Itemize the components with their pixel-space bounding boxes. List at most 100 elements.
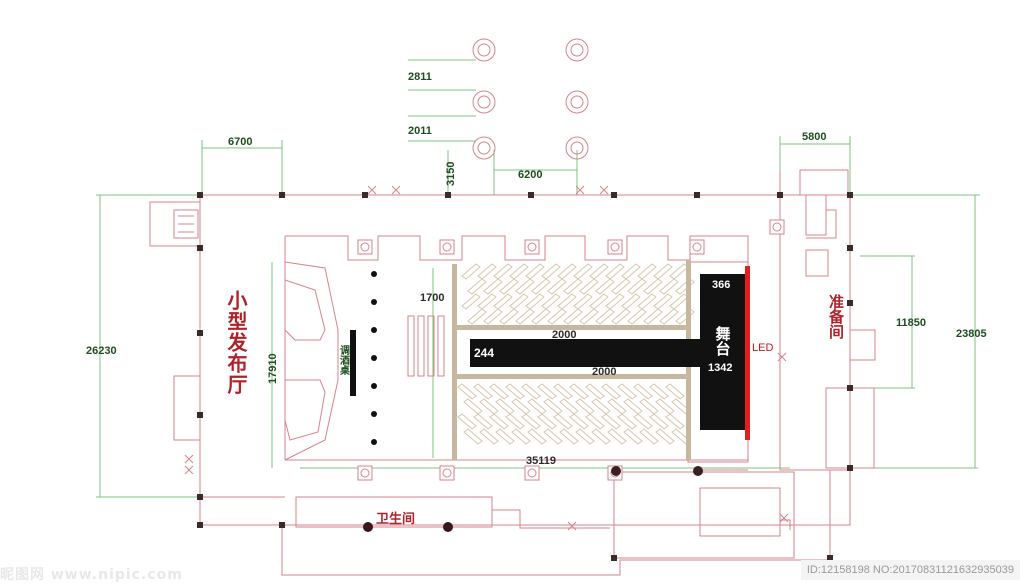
seat-row	[591, 398, 611, 415]
seat-row	[621, 263, 641, 280]
seat-row	[579, 278, 599, 295]
dim-6700: 6700	[228, 136, 252, 148]
dim-244: 244	[474, 346, 494, 360]
dim-2000-upper: 2000	[552, 329, 576, 341]
bar-label: 调酒桌	[338, 344, 351, 376]
seat-row	[515, 278, 535, 295]
seat-row	[589, 293, 609, 310]
seat-row	[473, 383, 493, 400]
seat-row	[653, 263, 673, 280]
seat-row	[589, 263, 609, 280]
seat-row	[489, 383, 509, 400]
stage-label: 舞台	[714, 325, 731, 357]
dim-26230: 26230	[86, 345, 117, 357]
seat-row	[547, 278, 567, 295]
restroom-fixture	[443, 522, 453, 532]
seat-row	[547, 308, 567, 325]
seat-row	[505, 413, 525, 430]
seat-row	[543, 428, 563, 445]
seat-row	[543, 398, 563, 415]
seat-row	[515, 308, 535, 325]
seat-row	[521, 413, 541, 430]
watermark-id: ID:12158198 NO:20170831121632935039	[800, 560, 1020, 580]
round-columns	[611, 466, 703, 476]
seat-row	[665, 383, 685, 400]
seat-row	[457, 413, 477, 430]
watermark-left: 昵图网 www.nipic.com	[0, 567, 183, 583]
seat-row	[605, 293, 625, 310]
seat-row	[563, 278, 583, 295]
stage	[700, 274, 745, 430]
seat-row	[585, 413, 605, 430]
seat-row	[483, 308, 503, 325]
seat-row	[575, 428, 595, 445]
seat-row	[611, 308, 631, 325]
seat-row	[585, 383, 605, 400]
top-pillars	[472, 38, 589, 160]
dimension-texts: 2811 2011 6700 3150 6200 5800 26230 1791…	[86, 71, 987, 467]
seat-row	[457, 383, 477, 400]
seat-row	[511, 398, 531, 415]
seat-row	[655, 428, 675, 445]
seat-row	[627, 308, 647, 325]
runway	[470, 339, 700, 367]
seat-row	[611, 278, 631, 295]
dim-2011: 2011	[408, 125, 432, 137]
seat-row	[653, 293, 673, 310]
seat-row	[675, 308, 695, 325]
seat-row	[595, 308, 615, 325]
seat-row	[525, 263, 545, 280]
seat-row	[499, 278, 519, 295]
led-screen	[745, 266, 750, 440]
seat-row	[637, 263, 657, 280]
seat-row	[463, 398, 483, 415]
seat-row	[473, 413, 493, 430]
seat-row	[617, 383, 637, 400]
seat-row	[541, 293, 561, 310]
seat-row	[575, 398, 595, 415]
seat-row	[665, 413, 685, 430]
seat-row	[639, 398, 659, 415]
dim-6200: 6200	[518, 169, 542, 181]
seat-row	[541, 263, 561, 280]
seat-row	[573, 263, 593, 280]
restroom-fixture	[363, 522, 373, 532]
dim-5800: 5800	[802, 131, 826, 143]
seat-row	[605, 263, 625, 280]
seat-row	[467, 278, 487, 295]
seat-row	[659, 278, 679, 295]
seat-row	[483, 278, 503, 295]
seat-row	[553, 413, 573, 430]
bench-lines	[407, 315, 445, 377]
seat-row	[493, 293, 513, 310]
seat-row	[649, 413, 669, 430]
seat-row	[537, 413, 557, 430]
seat-row	[623, 428, 643, 445]
seat-row	[617, 413, 637, 430]
seat-row	[525, 293, 545, 310]
seat-row	[601, 413, 621, 430]
seat-row	[669, 263, 689, 280]
seat-row	[573, 293, 593, 310]
hall-title: 小型发布厅	[224, 290, 248, 395]
seat-row	[509, 263, 529, 280]
seat-row	[479, 428, 499, 445]
dim-3150: 3150	[445, 162, 457, 186]
seat-row	[489, 413, 509, 430]
seating-upper	[461, 263, 695, 325]
dimension-lines	[96, 59, 980, 498]
seat-row	[669, 293, 689, 310]
seat-row	[559, 428, 579, 445]
seat-row	[655, 398, 675, 415]
seat-row	[495, 398, 515, 415]
columns	[197, 192, 853, 561]
dim-1342: 1342	[708, 362, 732, 374]
seat-row	[569, 413, 589, 430]
seat-row	[557, 263, 577, 280]
seat-row	[633, 383, 653, 400]
seat-row	[537, 383, 557, 400]
seat-row	[477, 263, 497, 280]
prep-room-label: 准备间	[827, 293, 845, 340]
seating-lower	[457, 383, 691, 445]
led-label: LED	[752, 342, 773, 354]
